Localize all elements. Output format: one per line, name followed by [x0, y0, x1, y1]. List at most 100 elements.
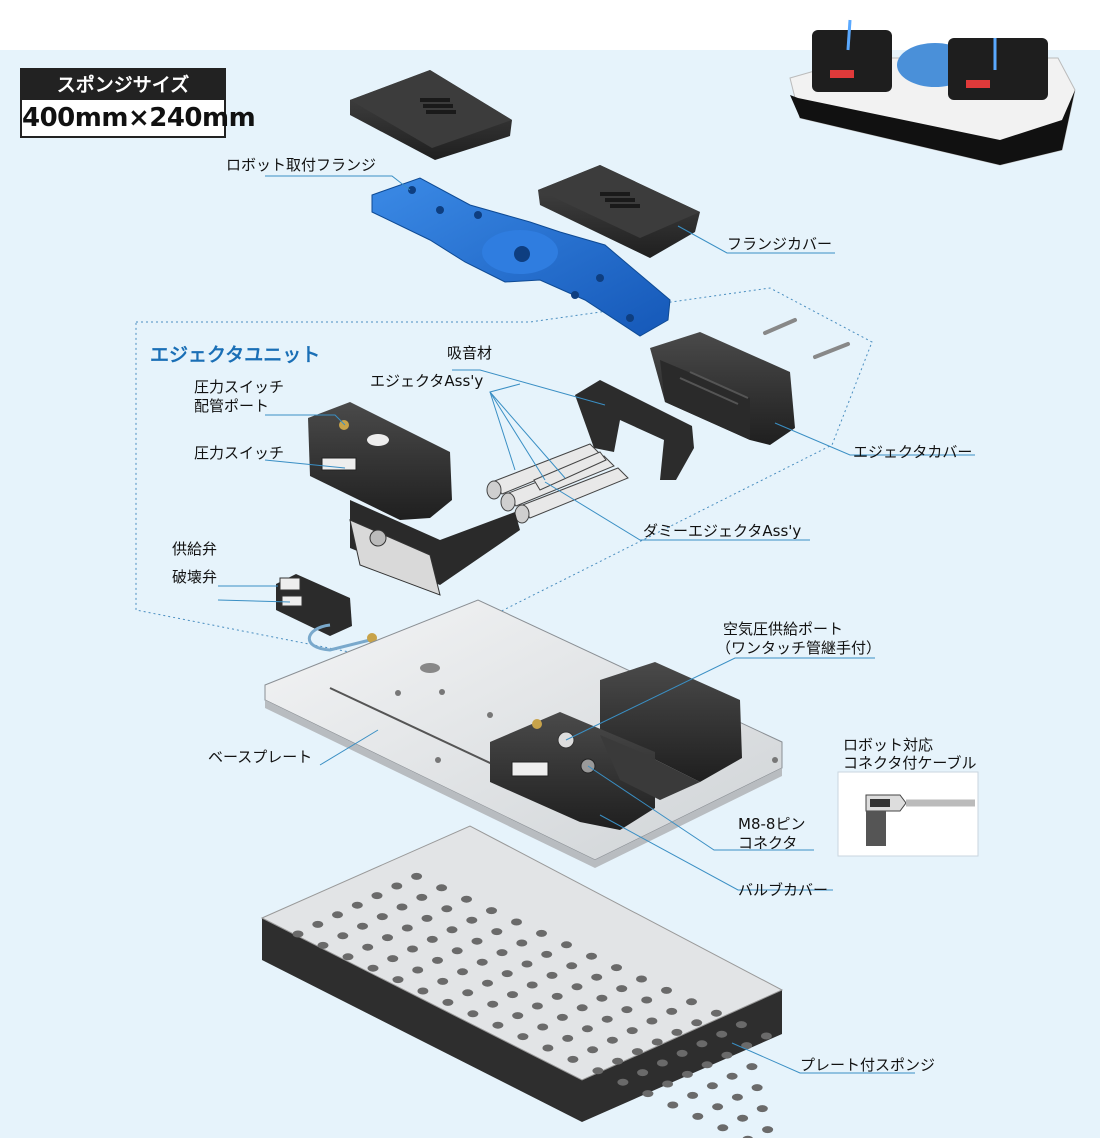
cable-image: [837, 771, 979, 857]
sponge-hole: [292, 930, 304, 938]
assembled-ejector-unit: [490, 662, 742, 830]
sponge-hole: [556, 1013, 568, 1021]
sponge-hole: [742, 1135, 753, 1138]
sponge-hole: [392, 976, 404, 984]
sponge-hole: [687, 1091, 699, 1099]
assembled-product-image: [789, 19, 1076, 166]
sponge-hole: [461, 895, 472, 903]
sponge-hole: [537, 1023, 549, 1031]
sponge-hole: [357, 922, 368, 930]
sponge-hole: [746, 1063, 758, 1071]
sponge-hole: [591, 973, 603, 981]
sponge-hole: [507, 991, 518, 999]
sponge-hole: [561, 941, 572, 949]
sponge-size-title: スポンジサイズ: [22, 70, 224, 100]
sponge-hole: [536, 929, 547, 937]
sponge-hole: [741, 1042, 753, 1050]
sponge-hole: [671, 1028, 683, 1036]
sponge-hole: [396, 903, 408, 911]
sponge-hole: [646, 1017, 658, 1025]
sponge-hole: [511, 918, 522, 926]
sponge-hole: [337, 932, 349, 940]
label-cable-1: ロボット対応: [843, 736, 934, 754]
sponge-hole: [592, 1067, 604, 1075]
sponge-hole: [621, 1006, 633, 1014]
sponge-hole: [616, 985, 628, 993]
sponge-hole: [636, 975, 647, 983]
sponge-hole: [692, 1112, 704, 1120]
sponge-hole: [641, 996, 653, 1004]
sponge-hole: [471, 937, 483, 945]
label-flange-cover: フランジカバー: [727, 235, 833, 253]
sponge-hole: [735, 1021, 747, 1029]
label-valve-cover: バルブカバー: [738, 881, 829, 899]
sponge-hole: [667, 1101, 679, 1109]
sponge-hole: [601, 1015, 613, 1023]
sponge-hole: [762, 1126, 774, 1134]
label-ejector-assy: エジェクタAss'y: [370, 372, 484, 390]
sponge-hole: [666, 1007, 678, 1015]
sponge-hole: [701, 1061, 713, 1069]
sponge-hole: [351, 901, 363, 909]
ejector-cover-part: [650, 332, 795, 445]
sponge-hole: [587, 1046, 599, 1054]
sponge-hole: [617, 1078, 629, 1086]
sponge-hole: [487, 1000, 499, 1008]
sponge-hole: [441, 905, 453, 913]
sponge-hole: [521, 960, 533, 968]
sponge-hole: [716, 1030, 728, 1038]
sponge-hole: [567, 1055, 579, 1063]
sponge-hole: [391, 882, 403, 890]
label-m8-1: M8-8ピン: [738, 815, 806, 833]
sponge-hole: [457, 968, 468, 976]
sponge-hole: [581, 1025, 593, 1033]
sponge-hole: [637, 1069, 649, 1077]
sponge-hole: [442, 998, 454, 1006]
sponge-hole: [731, 1093, 743, 1101]
sponge-hole: [726, 1072, 738, 1080]
sponge-hole: [467, 1010, 479, 1018]
label-m8-2: コネクタ: [738, 834, 798, 852]
sponge-hole: [551, 992, 563, 1000]
label-air-port-1: 空気圧供給ポート: [723, 620, 844, 638]
sponge-hole: [376, 913, 388, 921]
label-pressure-switch-port-1: 圧力スイッチ: [194, 378, 285, 396]
sponge-hole: [662, 1080, 674, 1088]
flange-cover-part: [538, 165, 700, 258]
sponge-hole: [676, 1049, 688, 1057]
label-plate-sponge: プレート付スポンジ: [800, 1056, 936, 1074]
sponge-hole: [332, 911, 343, 919]
sponge-hole: [566, 962, 578, 970]
sponge-hole: [516, 939, 528, 947]
label-supply-valve: 供給弁: [172, 540, 218, 558]
sponge-hole: [466, 916, 478, 924]
sponge-hole: [417, 987, 429, 995]
sponge-hole: [531, 1002, 543, 1010]
sponge-hole: [436, 884, 448, 892]
sponge-hole: [312, 920, 324, 928]
sponge-holes: [292, 872, 774, 1138]
sponge-hole: [412, 966, 424, 974]
sponge-hole: [626, 1027, 638, 1035]
sponge-hole: [751, 1084, 763, 1092]
sponge-hole: [382, 934, 393, 942]
sponge-hole: [462, 989, 474, 997]
sponge-hole: [721, 1051, 733, 1059]
sponge-hole: [737, 1114, 749, 1122]
label-base-plate: ベースプレート: [208, 748, 313, 766]
ejector-unit-title: エジェクタユニット: [150, 344, 321, 366]
sponge-hole: [371, 892, 383, 900]
bolts: [763, 318, 850, 359]
sponge-hole: [476, 958, 488, 966]
label-robot-flange: ロボット取付フランジ: [226, 156, 377, 174]
label-cable-2: コネクタ付ケーブル: [843, 754, 977, 772]
sponge-hole: [710, 1009, 722, 1017]
sponge-hole: [712, 1103, 724, 1111]
cover-top-left: [350, 70, 512, 160]
sponge-hole: [367, 964, 379, 972]
label-air-port-2: （ワンタッチ管継手付）: [716, 639, 882, 657]
sponge-hole: [571, 983, 583, 991]
sponge-hole: [482, 979, 493, 987]
sponge-hole: [432, 956, 443, 964]
